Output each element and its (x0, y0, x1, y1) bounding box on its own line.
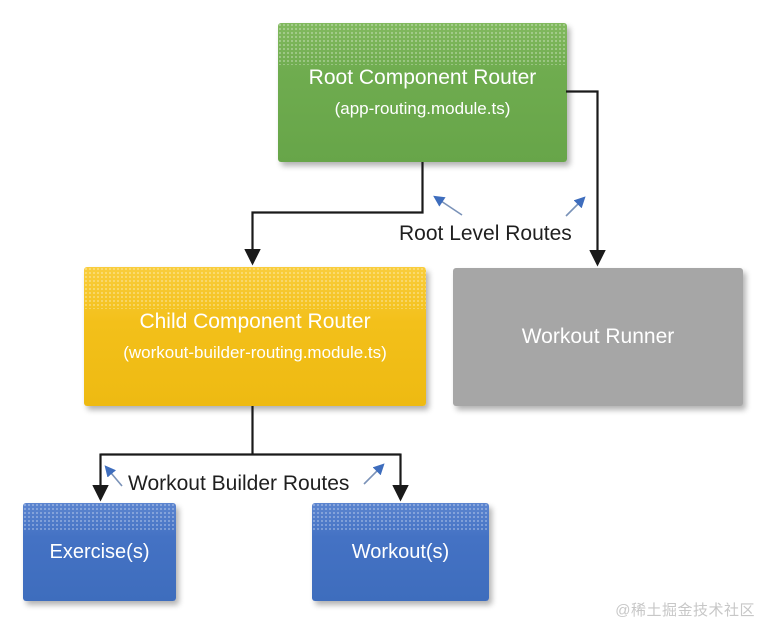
edge-label-workout-builder-routes: Workout Builder Routes (128, 472, 350, 495)
annotation-arrow-root-left (433, 195, 463, 216)
node-title: Workout Runner (521, 324, 675, 348)
connector-child-branch (100, 406, 401, 456)
node-title: Child Component Router (139, 310, 371, 334)
annotation-arrow-root-right (565, 196, 586, 217)
annotation-arrow-builder-right (363, 463, 385, 485)
node-subtitle: (app-routing.module.ts) (334, 98, 511, 118)
annotation-arrow-builder-left (104, 465, 123, 487)
node-title: Workout(s) (351, 540, 450, 563)
node-title: Root Component Router (308, 66, 537, 90)
connector-root-to-child (244, 162, 424, 266)
node-child-component-router: Child Component Router (workout-builder-… (84, 267, 426, 406)
edge-label-root-level-routes: Root Level Routes (399, 222, 572, 245)
node-workouts: Workout(s) (312, 503, 489, 601)
node-workout-runner: Workout Runner (453, 268, 743, 406)
watermark-text: @稀土掘金技术社区 (615, 602, 755, 619)
node-subtitle: (workout-builder-routing.module.ts) (123, 342, 387, 362)
node-title: Exercise(s) (49, 540, 150, 563)
node-root-component-router: Root Component Router (app-routing.modul… (278, 23, 567, 162)
node-exercises: Exercise(s) (23, 503, 176, 601)
